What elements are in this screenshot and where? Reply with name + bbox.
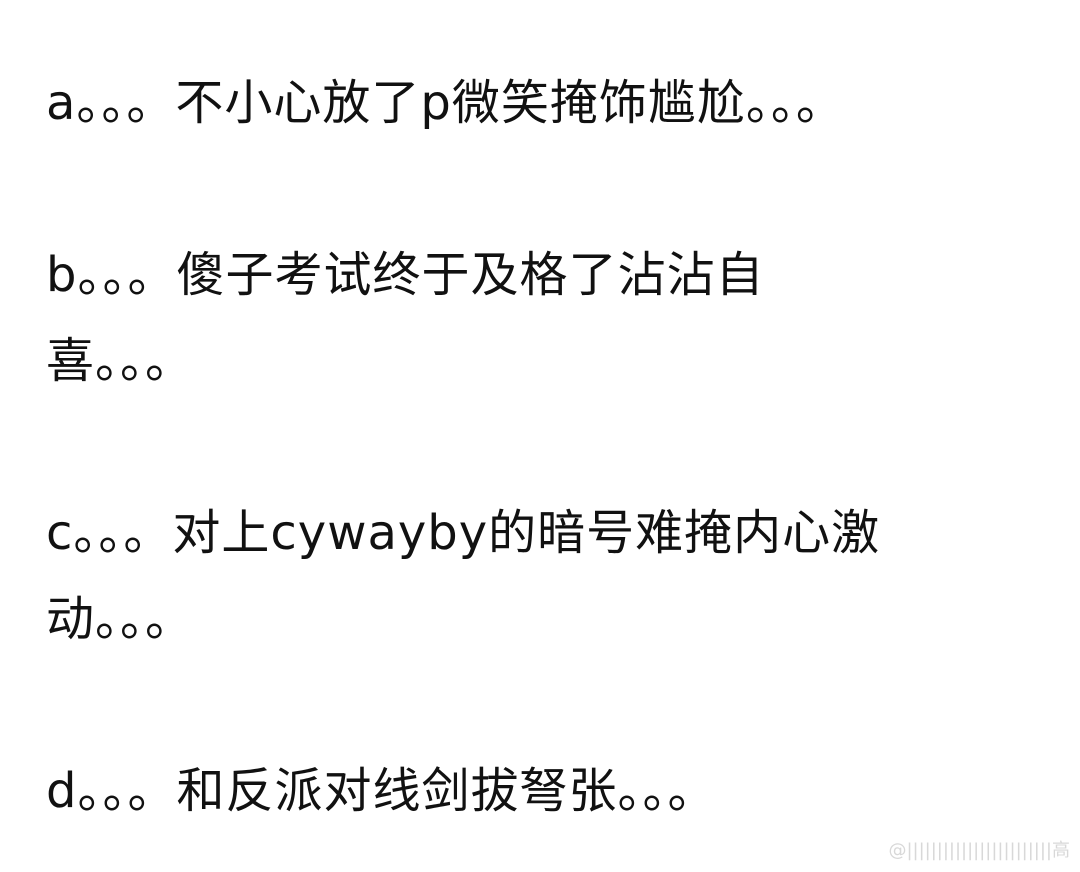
watermark: @||||||||||||||||||||||||高 <box>888 840 1070 861</box>
option-c-line-1: c。。。对上cywayby的暗号难掩内心激 <box>46 505 881 561</box>
option-b-line-1: b。。。傻子考试终于及格了沾沾自 <box>46 247 765 303</box>
spacer <box>46 404 966 490</box>
option-d: d。。。和反派对线剑拔弩张。。。 <box>46 763 717 819</box>
option-b-line-2: 喜。。。 <box>46 333 195 389</box>
option-a: a。。。不小心放了p微笑掩饰尴尬。。。 <box>46 75 845 131</box>
option-c-line-2: 动。。。 <box>46 591 195 647</box>
spacer <box>46 662 966 748</box>
post-text: a。。。不小心放了p微笑掩饰尴尬。。。 b。。。傻子考试终于及格了沾沾自 喜。。… <box>46 60 966 834</box>
spacer <box>46 146 966 232</box>
